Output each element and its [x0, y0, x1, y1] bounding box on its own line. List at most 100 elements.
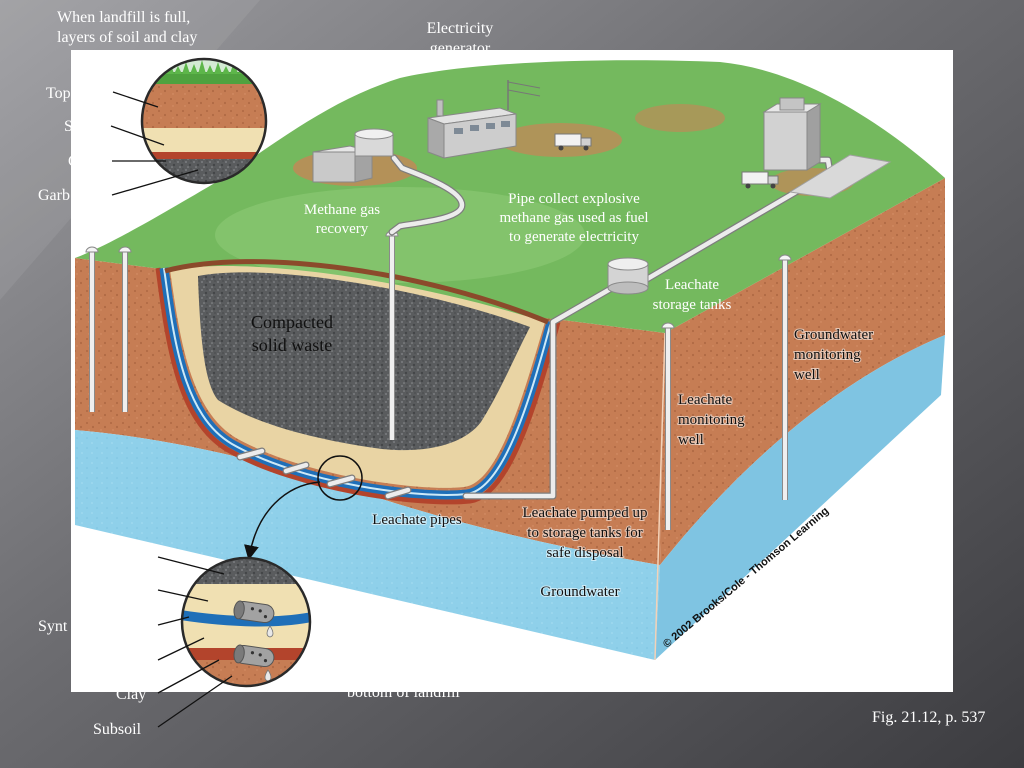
front-groundwater-face: [75, 430, 660, 660]
well-cap: [118, 246, 132, 253]
label-line: storage tanks: [653, 297, 732, 313]
leachate-storage-label: Leachate storage tanks: [653, 277, 732, 313]
leader-synthetic-liner: [157, 616, 190, 626]
right-soil-face: [660, 178, 945, 565]
label-line: to generate electricity: [509, 229, 639, 245]
synthetic-liner-highlight: [163, 267, 552, 496]
leader-sand: [110, 125, 165, 146]
leachate-pipe-set: [236, 447, 412, 500]
soil-patch-3: [635, 104, 725, 132]
truck-cab: [580, 137, 592, 147]
liner-layer-leaders: [157, 556, 233, 728]
label-sand: S: [64, 118, 73, 135]
inset-topsoil: [142, 84, 266, 128]
label-line: Leachate: [665, 277, 719, 293]
pipe-note-label: Pipe collect explosive methane gas used …: [499, 191, 648, 245]
label-line: monitoring: [794, 347, 861, 363]
inset-sand: [142, 128, 266, 152]
groundwater-well-label: Groundwater monitoring well: [793, 326, 874, 384]
window: [454, 128, 463, 134]
building-front: [312, 151, 356, 183]
leachate-drip: [266, 625, 274, 638]
label-line: well: [678, 432, 704, 448]
truck-body: [554, 133, 582, 147]
leader-sand-bottom: [157, 589, 209, 602]
magnifier-circle: [317, 455, 363, 501]
label-topsoil: Top: [46, 85, 71, 102]
label-line: to storage tanks for: [527, 525, 642, 541]
pipe-hole: [258, 653, 262, 657]
label-line: recovery: [316, 221, 369, 237]
label-line: well: [794, 367, 820, 383]
leachate-pump-pipe: [463, 285, 615, 499]
leachate-well-label: Leachate monitoring well: [677, 391, 746, 449]
figure-reference: Fig. 21.12, p. 537: [872, 709, 985, 726]
block-corner-edge: [654, 332, 666, 661]
label-line: safe disposal: [546, 545, 623, 561]
label-line: monitoring: [678, 412, 745, 428]
inset-grass: [142, 72, 266, 85]
right-facility: [762, 97, 892, 199]
pipe-hole: [258, 609, 262, 613]
leader-subsoil: [157, 675, 233, 728]
building-side: [443, 113, 517, 159]
truck-cab: [767, 175, 779, 185]
methane-gas-pipe: [389, 155, 465, 235]
window: [501, 121, 510, 127]
leachate-pipe: [237, 448, 265, 460]
caption-line-2: layers of soil and clay: [57, 29, 197, 46]
label-subsoil: Subsoil: [93, 721, 142, 738]
compacted-waste-fill: [198, 272, 530, 451]
well-cap: [661, 322, 675, 329]
methane-recovery-label: Methane gas recovery: [304, 202, 380, 237]
right-groundwater-face: [655, 335, 945, 660]
inset-pipe-upper: [233, 600, 275, 624]
leachate-pipes-label: Leachate pipes: [372, 512, 462, 528]
truck-wheel: [583, 145, 589, 151]
chimney: [436, 99, 444, 117]
inset-clay: [142, 152, 266, 159]
leader-topsoil: [112, 91, 159, 108]
compacted-waste-label: Compacted solid waste: [251, 312, 333, 355]
leachate-storage-tank: [607, 257, 649, 295]
pipe-end: [233, 600, 245, 620]
label-synthetic-liner: Synt: [38, 618, 68, 635]
label-line: Leachate pumped up: [523, 505, 648, 521]
label-line: Pipe collect explosive: [508, 191, 640, 207]
label-line: solid waste: [252, 335, 333, 355]
antenna-wire: [507, 81, 541, 89]
leachate-monitoring-well: [661, 322, 675, 530]
inset-border: [140, 57, 268, 185]
roof-box: [779, 97, 805, 111]
building-side: [806, 103, 821, 171]
pipe-hole: [250, 607, 255, 611]
label-line: Leachate: [678, 392, 732, 408]
antenna-wire: [507, 89, 541, 97]
building-front: [427, 117, 445, 159]
caption-line-1: When landfill is full,: [57, 9, 190, 26]
gas-storage-tank: [354, 128, 394, 157]
label-garbage: Garb: [38, 187, 70, 204]
truck-wheel: [770, 183, 776, 189]
tank-top: [607, 257, 649, 271]
pipe-hole: [250, 651, 255, 655]
label-line: methane gas used as fuel: [499, 210, 648, 226]
cap-layer-leaders: [110, 91, 199, 196]
landfill-figure: Methane gas recovery Pipe collect explos…: [71, 50, 953, 692]
left-monitoring-wells: [85, 246, 132, 412]
leader-garbage-bottom: [157, 556, 225, 575]
well-cap: [778, 254, 792, 261]
cap-soil-band: [164, 259, 549, 325]
leachate-pipe: [283, 462, 309, 474]
window: [470, 125, 479, 131]
magnifier-arrow: [244, 481, 321, 561]
pipe-hole: [263, 659, 268, 663]
cap-highlight: [215, 187, 585, 283]
leader-garbage: [111, 169, 199, 196]
electricity-generator-building: [427, 80, 541, 159]
electricity-line-1: Electricity: [427, 20, 494, 37]
inset-border: [180, 556, 312, 688]
label-line: Compacted: [251, 312, 333, 332]
tank-top: [354, 128, 394, 140]
pipe-end: [233, 644, 245, 664]
